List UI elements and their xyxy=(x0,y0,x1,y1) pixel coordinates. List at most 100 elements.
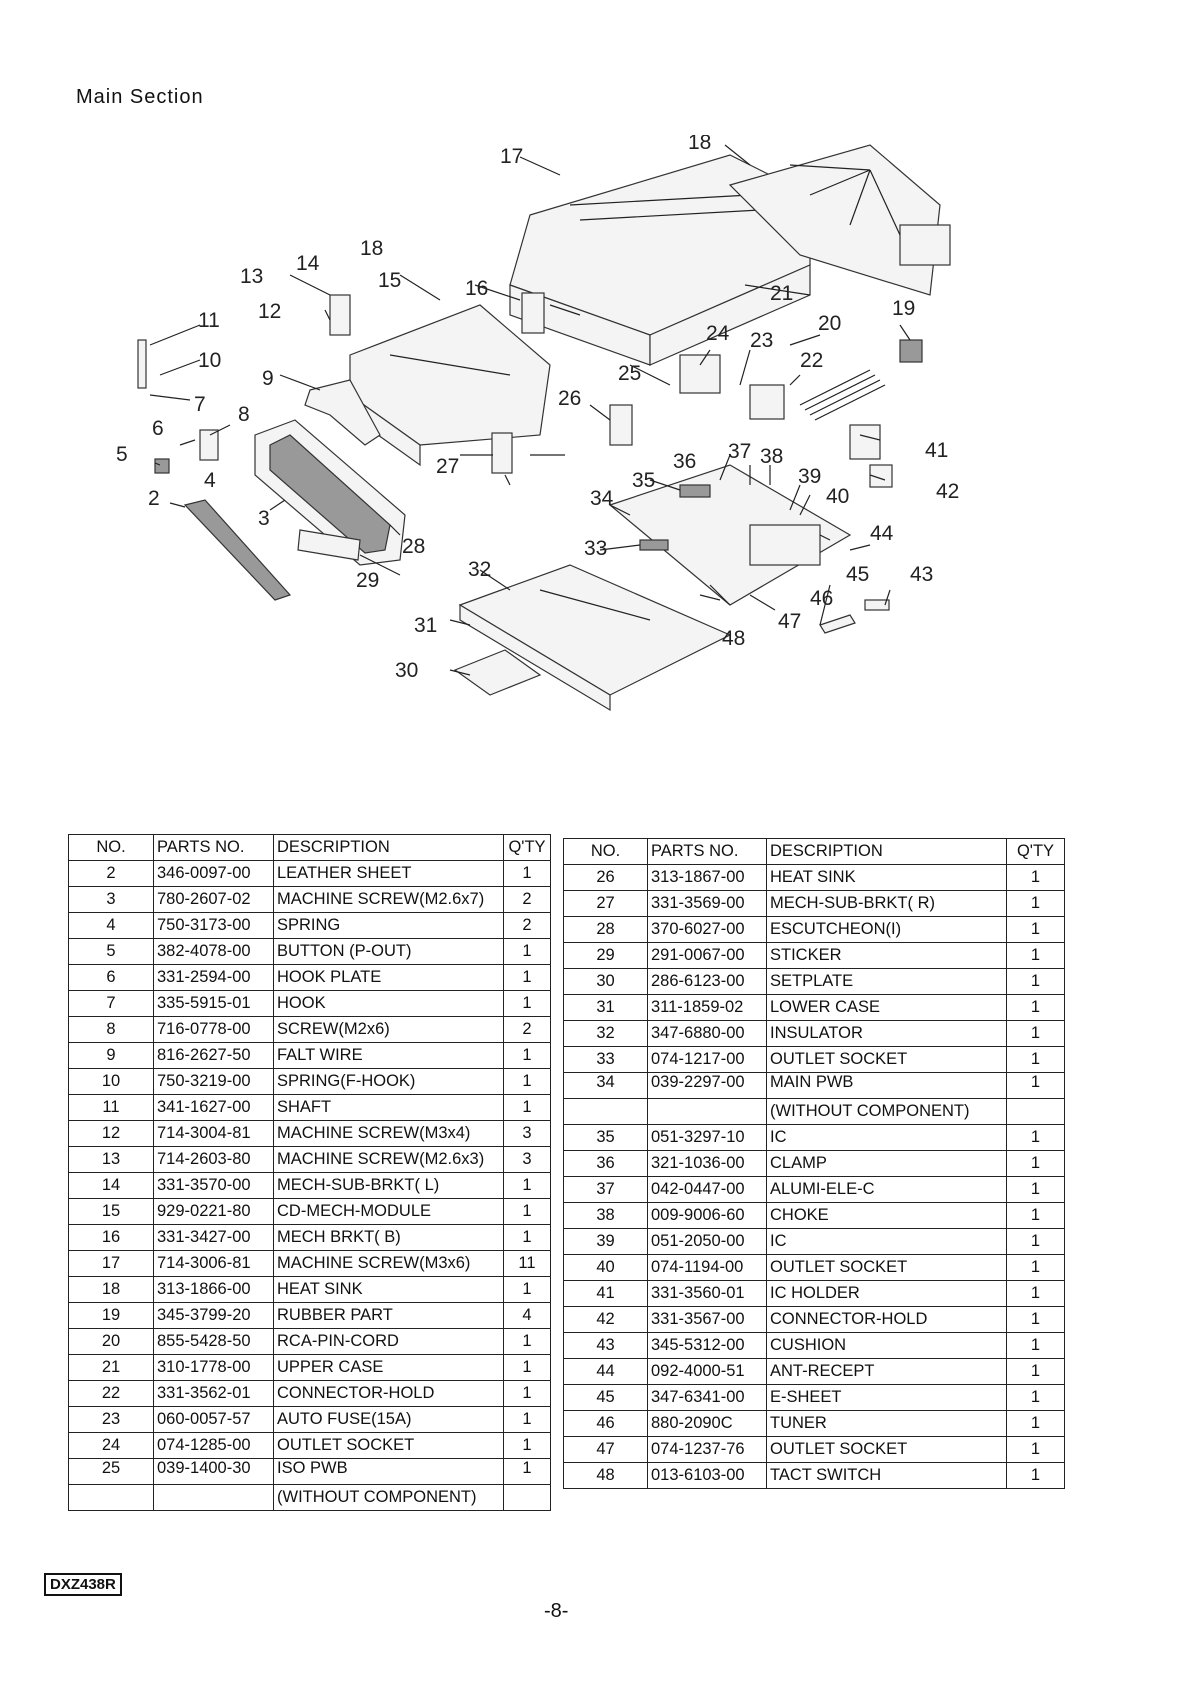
parts-number-cell: 382-4078-00 xyxy=(153,938,274,965)
part-no-cell: 2 xyxy=(68,860,154,887)
description-cell: ISO PWB xyxy=(273,1458,504,1485)
part-no-cell: 42 xyxy=(563,1306,648,1333)
description-cell: SHAFT xyxy=(273,1094,504,1121)
sticker-shape xyxy=(297,529,361,561)
qty-cell: 1 xyxy=(1006,1410,1065,1437)
callout: 46 xyxy=(810,587,833,610)
part-no-cell: 4 xyxy=(68,912,154,939)
description-cell: CUSHION xyxy=(766,1332,1007,1359)
parts-number-cell: 331-3427-00 xyxy=(153,1224,274,1251)
callout: 8 xyxy=(238,403,250,426)
description-cell: MACHINE SCREW(M2.6x7) xyxy=(273,886,504,913)
qty-cell: 1 xyxy=(503,1198,551,1225)
part-no-cell: 5 xyxy=(68,938,154,965)
connector-shape xyxy=(749,384,785,420)
description-cell: CHOKE xyxy=(766,1202,1007,1229)
description-cell: CD-MECH-MODULE xyxy=(273,1198,504,1225)
parts-number-cell: 714-2603-80 xyxy=(153,1146,274,1173)
callout: 7 xyxy=(194,393,206,416)
parts-number-cell: 321-1036-00 xyxy=(647,1150,767,1177)
qty-cell: 1 xyxy=(1006,890,1065,917)
bracket-16-shape xyxy=(521,292,545,334)
qty-cell: 1 xyxy=(1006,1280,1065,1307)
parts-number-cell: 291-0067-00 xyxy=(647,942,767,969)
qty-cell: 1 xyxy=(1006,1072,1065,1099)
description-cell: FALT WIRE xyxy=(273,1042,504,1069)
callout: 24 xyxy=(706,322,730,345)
table-row-continuation: (WITHOUT COMPONENT) xyxy=(68,1484,551,1511)
setplate-shape xyxy=(453,649,542,696)
qty-cell: 1 xyxy=(1006,1020,1065,1047)
description-cell: E-SHEET xyxy=(766,1384,1007,1411)
qty-cell: 1 xyxy=(1006,1462,1065,1489)
qty-cell: 1 xyxy=(503,1328,551,1355)
callout: 35 xyxy=(632,469,655,492)
flat-wire-shape xyxy=(304,379,381,446)
parts-number-cell: 750-3173-00 xyxy=(153,912,274,939)
callout: 48 xyxy=(722,627,745,650)
qty-cell: 1 xyxy=(503,1354,551,1381)
qty-cell: 1 xyxy=(1006,1228,1065,1255)
bracket-14-shape xyxy=(329,294,351,336)
description-cell: OUTLET SOCKET xyxy=(766,1436,1007,1463)
parts-number-cell: 780-2607-02 xyxy=(153,886,274,913)
part-no-cell: 18 xyxy=(68,1276,154,1303)
qty-cell: 1 xyxy=(503,1172,551,1199)
part-no-cell: 48 xyxy=(563,1462,648,1489)
main-pwb-shape xyxy=(608,464,852,606)
header-qty: Q'TY xyxy=(1006,838,1065,865)
description-cell: SPRING xyxy=(273,912,504,939)
part-no-cell: 34 xyxy=(563,1072,648,1099)
part-no-cell: 10 xyxy=(68,1068,154,1095)
section-title: Main Section xyxy=(76,86,204,108)
callout: 30 xyxy=(395,659,418,682)
parts-number-cell: 716-0778-00 xyxy=(153,1016,274,1043)
part-no-cell: 47 xyxy=(563,1436,648,1463)
header-description: DESCRIPTION xyxy=(766,838,1007,865)
page-number: -8- xyxy=(544,1600,569,1622)
callout: 10 xyxy=(198,349,221,372)
parts-number-cell: 039-2297-00 xyxy=(647,1072,767,1099)
parts-number-cell: 331-3567-00 xyxy=(647,1306,767,1333)
ic-holder-shape xyxy=(849,424,881,460)
qty-cell: 1 xyxy=(1006,968,1065,995)
callout: 15 xyxy=(378,269,401,292)
qty-cell: 1 xyxy=(503,1042,551,1069)
qty-cell: 1 xyxy=(1006,1046,1065,1073)
callout: 36 xyxy=(673,450,696,473)
callout: 20 xyxy=(818,312,841,335)
description-cell: SCREW(M2x6) xyxy=(273,1016,504,1043)
parts-number-cell: 051-3297-10 xyxy=(647,1124,767,1151)
qty-cell: 1 xyxy=(503,990,551,1017)
qty-cell: 1 xyxy=(1006,1254,1065,1281)
qty-cell: 1 xyxy=(503,1432,551,1459)
qty-cell: 2 xyxy=(503,912,551,939)
callout: 38 xyxy=(760,445,783,468)
part-no-cell: 45 xyxy=(563,1384,648,1411)
empty-cell xyxy=(1006,1098,1065,1125)
callout: 23 xyxy=(750,329,773,352)
header-qty: Q'TY xyxy=(503,834,551,861)
part-no-cell: 35 xyxy=(563,1124,648,1151)
part-no-cell: 28 xyxy=(563,916,648,943)
callout: 6 xyxy=(152,417,164,440)
parts-number-cell: 347-6880-00 xyxy=(647,1020,767,1047)
description-cell: SETPLATE xyxy=(766,968,1007,995)
description-cell: IC xyxy=(766,1228,1007,1255)
part-no-cell: 25 xyxy=(68,1458,154,1485)
